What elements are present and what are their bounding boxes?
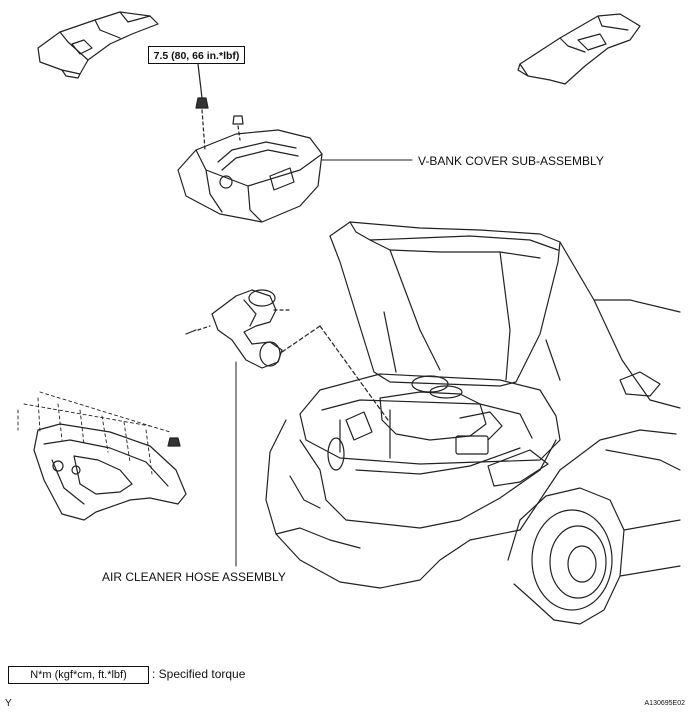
vehicle-open-hood	[265, 221, 681, 625]
corner-mark: Y	[5, 698, 12, 709]
cover-nuts	[195, 63, 244, 151]
torque-spec-callout: 7.5 (80, 66 in.*lbf)	[148, 46, 245, 64]
v-bank-cover	[177, 129, 413, 223]
v-bank-cover-label: V-BANK COVER SUB-ASSEMBLY	[418, 154, 604, 168]
front-cowl-panel	[17, 391, 187, 521]
upper-left-cover-panel	[37, 11, 159, 79]
air-cleaner-hose	[185, 289, 389, 567]
figure-id: A130695E02	[644, 700, 685, 707]
upper-right-cover-panel	[517, 13, 641, 85]
torque-legend-description: : Specified torque	[152, 667, 246, 681]
air-cleaner-hose-label: AIR CLEANER HOSE ASSEMBLY	[102, 570, 286, 584]
torque-unit-legend-box: N*m (kgf*cm, ft.*lbf)	[8, 666, 149, 684]
